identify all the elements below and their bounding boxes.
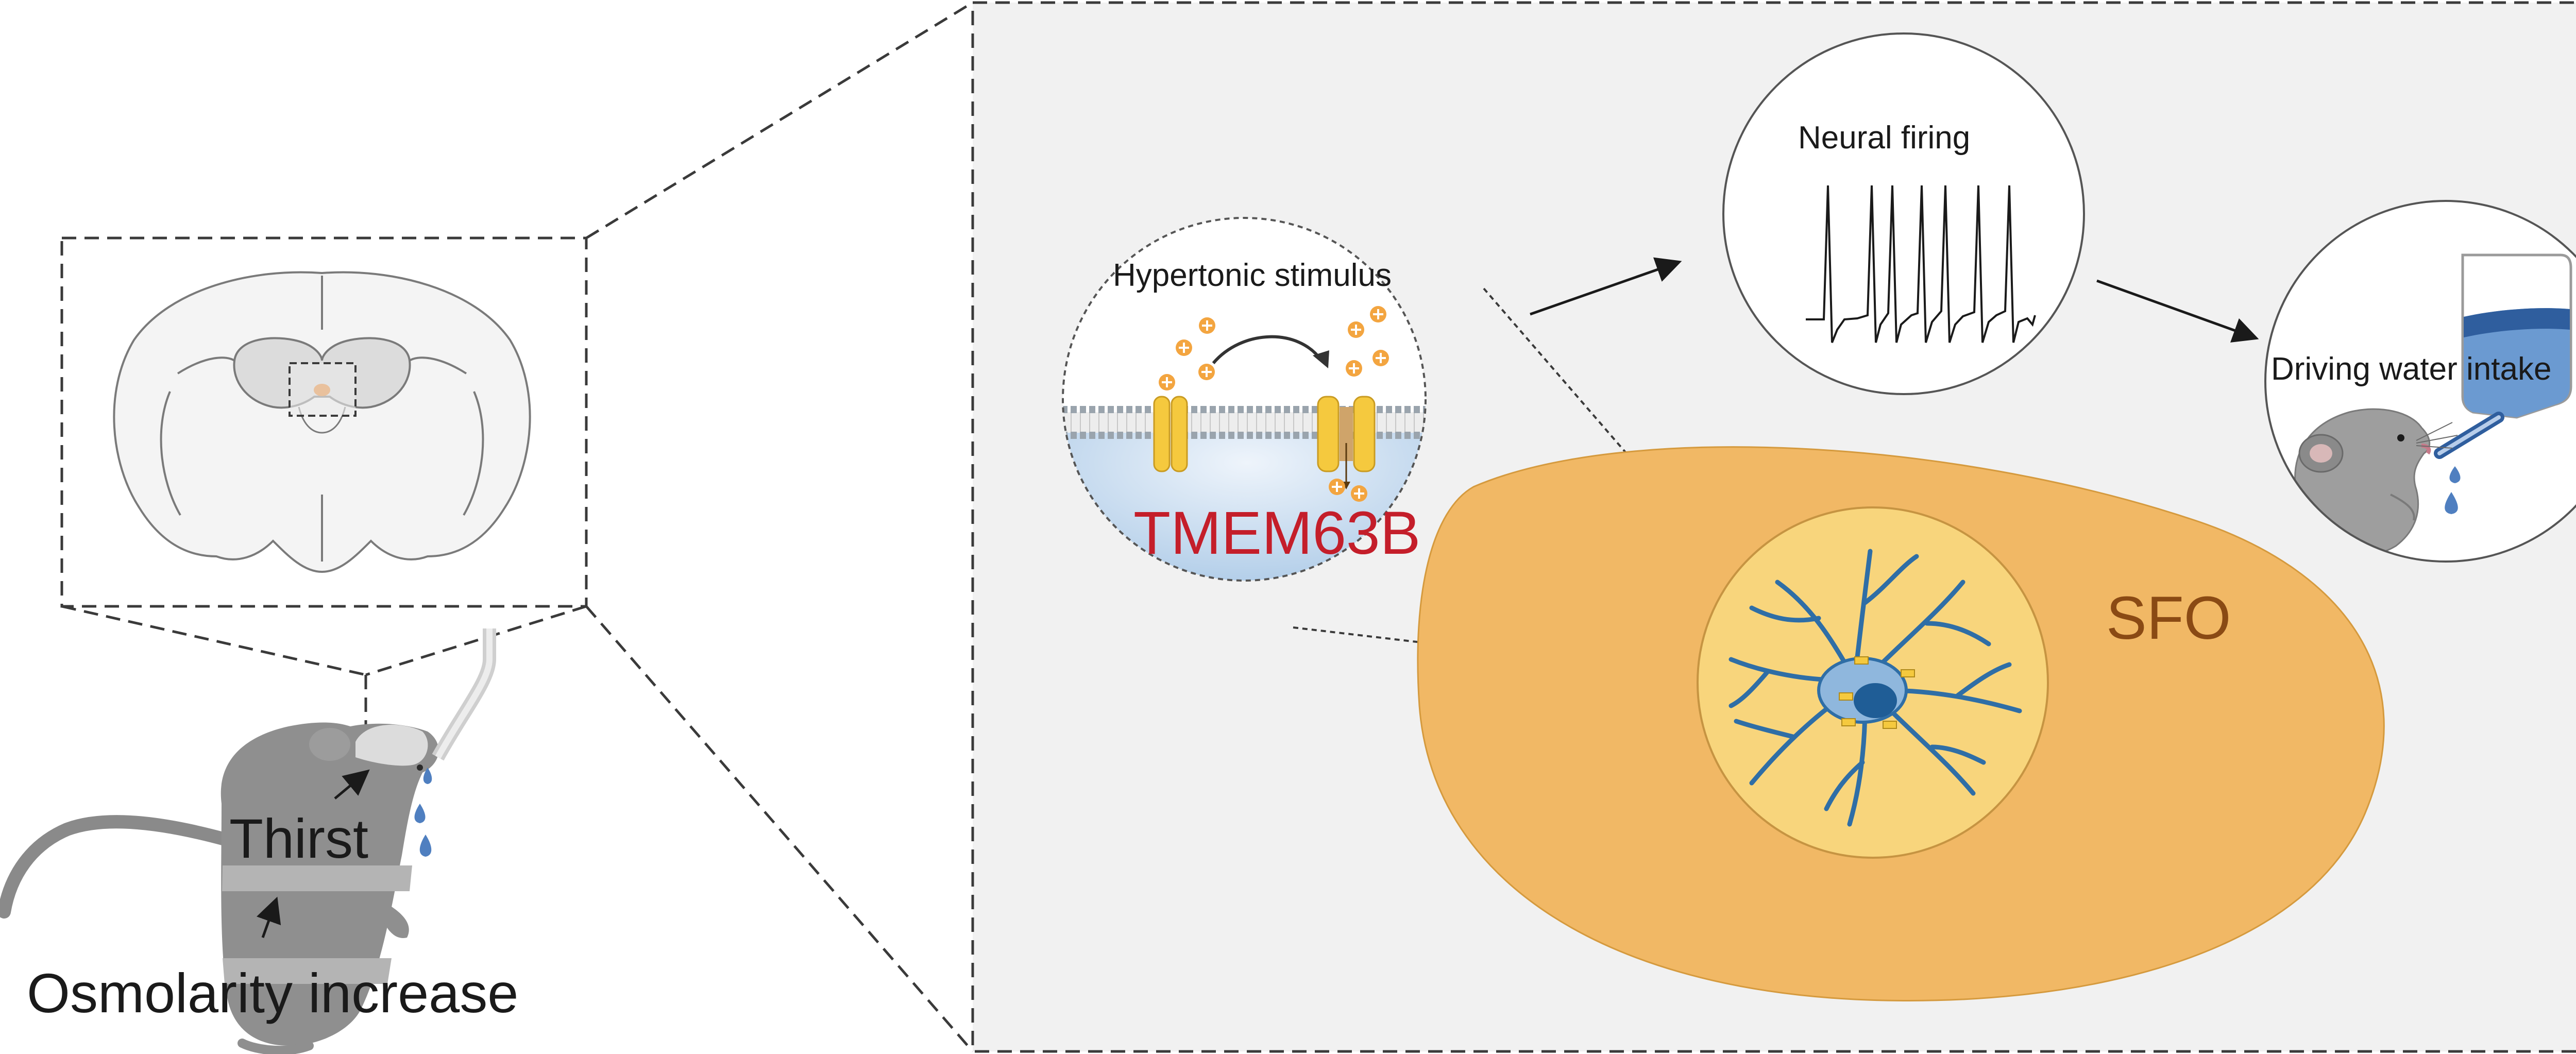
- water-intake-inset: [2264, 200, 2576, 563]
- channel-open: [1317, 396, 1376, 489]
- thirst-label: Thirst: [229, 807, 368, 870]
- osmolarity-label: Osmolarity increase: [27, 962, 518, 1024]
- neuron-nucleus: [1854, 683, 1897, 718]
- hypertonic-label: Hypertonic stimulus: [1113, 258, 1392, 293]
- protein-label: TMEM63B: [1133, 499, 1420, 567]
- cation-plus-signs: [1162, 309, 1386, 499]
- brain-section: [113, 271, 531, 573]
- arrow-to-drinking: [2096, 279, 2259, 343]
- sfo-label: SFO: [2106, 584, 2231, 652]
- water-intake-label: Driving water intake: [2271, 351, 2551, 387]
- membrane-inset: [1062, 217, 1427, 582]
- neural-firing-inset: [1722, 32, 2085, 395]
- mouse-illustration: [0, 628, 496, 1054]
- arrow-to-firing: [1530, 257, 1682, 316]
- firing-trace: [1806, 185, 2036, 343]
- zoom-connector-lines: [61, 1, 974, 1052]
- lipid-bilayer: [1063, 406, 1426, 439]
- neural-firing-label: Neural firing: [1798, 120, 1970, 156]
- channel-closed: [1153, 396, 1188, 472]
- neuron-channels: [1839, 656, 1915, 729]
- brain-inset-box: [60, 236, 588, 608]
